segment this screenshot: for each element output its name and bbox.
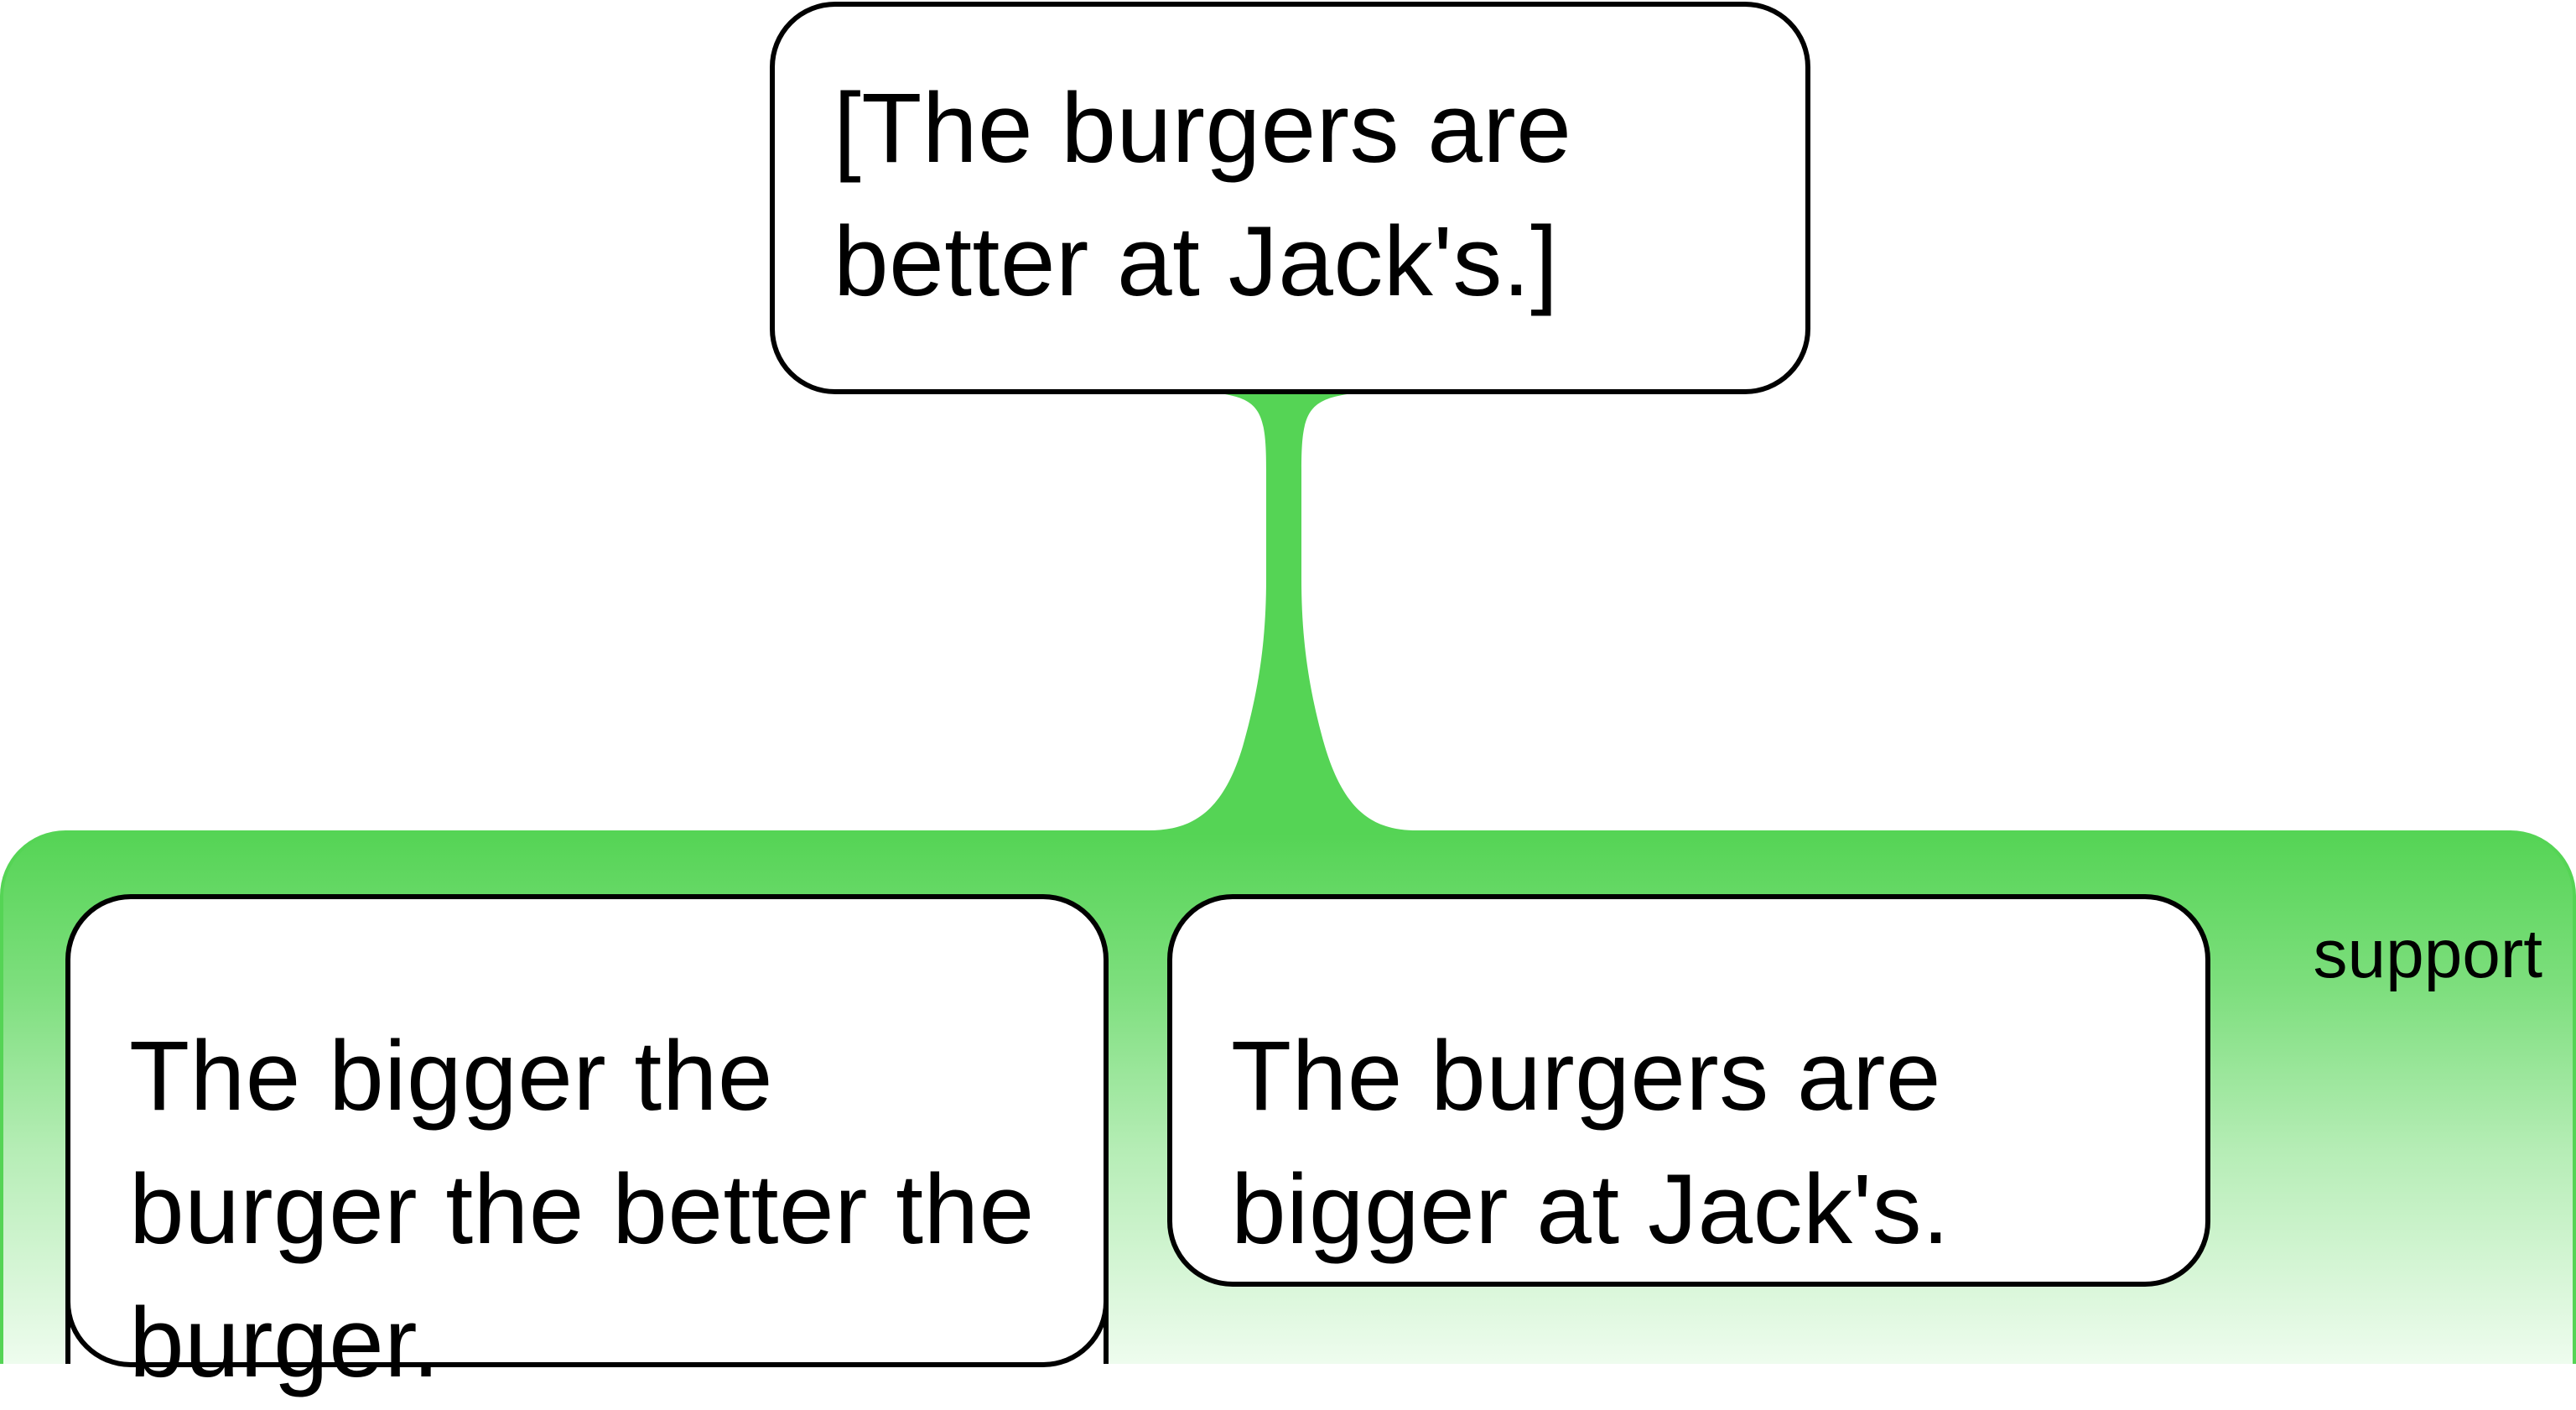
conclusion-text: [The burgers are better at Jack's.]: [834, 73, 1572, 317]
conclusion-box[interactable]: [The burgers are better at Jack's.]: [770, 2, 1810, 394]
support-link: [1149, 391, 1417, 830]
premise-box-1-bottom-edge: [65, 1302, 1109, 1367]
support-label: support: [2313, 916, 2542, 992]
premise-text-2: The burgers are bigger at Jack's.: [1231, 1021, 1950, 1265]
premise-box-1[interactable]: The bigger the burger the better the bur…: [65, 894, 1109, 1398]
premise-box-2[interactable]: The burgers are bigger at Jack's.: [1167, 894, 2210, 1287]
